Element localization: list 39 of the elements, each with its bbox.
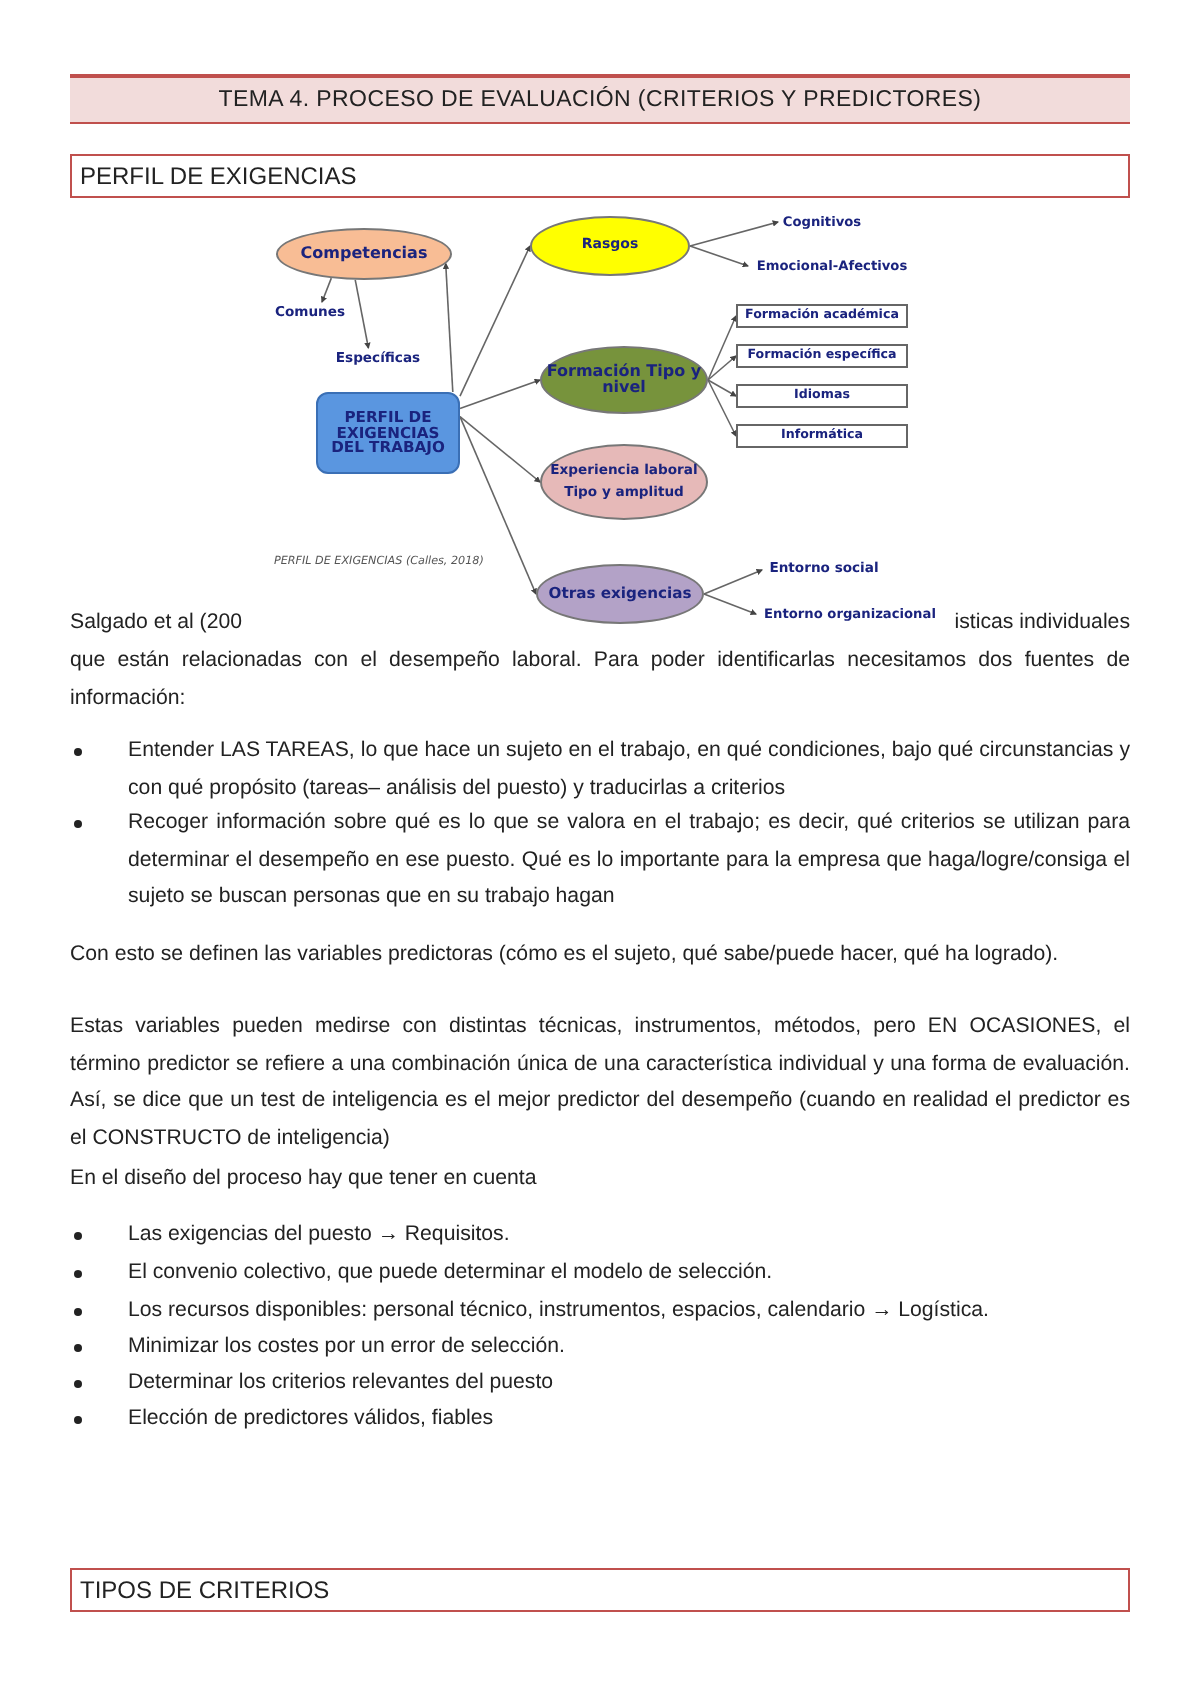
list-item: Entender LAS TAREAS, lo que hace un sujeto en el trabajo, en qué condiciones, bajo qué circunstancias y con qué propósito (tareas– análisis del puesto) y traducirlas a criterios xyxy=(128,736,1130,803)
list-item: Elección de predictores válidos, fiables xyxy=(128,1404,496,1434)
list-item: Las exigencias del puesto → Requisitos. xyxy=(128,1220,512,1250)
item-box xyxy=(736,304,908,328)
paragraph: Estas variables pueden medirse con distintas técnicas, instrumentos, métodos, pero EN OCASIONES, el término predictor se refiere a una combinación única de una característica individual y una forma de evaluación. Así, se dice que un test de inteligencia es el mejor predictor del desempeño (cuando en realidad el predictor es el CONSTRUCTO de inteligencia) xyxy=(70,1012,1130,1153)
item-box xyxy=(736,424,908,448)
arrow xyxy=(707,315,737,381)
list-item: Minimizar los costes por un error de selección. xyxy=(128,1332,567,1362)
text-fragment: isticas individuales xyxy=(954,608,1130,638)
list-item: El convenio colectivo, que puede determinar el modelo de selección. xyxy=(128,1258,775,1288)
arrow xyxy=(707,355,737,381)
arrow xyxy=(689,220,780,247)
item-box xyxy=(736,344,908,368)
paragraph: Con esto se definen las variables predictoras (cómo es el sujeto, qué sabe/puede hacer, qué ha logrado). xyxy=(70,940,1061,970)
list-item: Determinar los criterios relevantes del puesto xyxy=(128,1368,556,1398)
header-title: TEMA 4. PROCESO DE EVALUACIÓN (CRITERIOS Y PREDICTORES) xyxy=(70,74,1130,124)
section-heading: PERFIL DE EXIGENCIAS xyxy=(70,154,1130,198)
item-box xyxy=(736,384,908,408)
list-item: Recoger información sobre qué es lo que se valora en el trabajo; es decir, qué criterios se utilizan para determinar el desempeño en ese puesto. Qué es lo importante para la empresa que haga/logre/consiga el sujeto se buscan personas que en su trabajo hagan xyxy=(128,808,1130,912)
process-box xyxy=(316,392,460,474)
arrow xyxy=(703,569,763,595)
arrow xyxy=(459,415,541,483)
arrow xyxy=(320,277,333,303)
paragraph: En el diseño del proceso hay que tener en cuenta xyxy=(70,1164,539,1194)
arrow xyxy=(442,262,454,393)
list-item: Los recursos disponibles: personal técnico, instrumentos, espacios, calendario → Logística. xyxy=(128,1296,991,1326)
text-fragment: Salgado et al (200 xyxy=(70,608,242,638)
arrow xyxy=(459,378,541,410)
arrow xyxy=(459,415,537,595)
arrow xyxy=(689,245,749,268)
section-heading: TIPOS DE CRITERIOS xyxy=(70,1568,1130,1612)
arrow xyxy=(459,245,531,397)
node-label: Competencias xyxy=(300,245,428,263)
paragraph: que están relacionadas con el desempeño laboral. Para poder identificarlas necesitamos dos fuentes de información: xyxy=(70,646,1130,713)
arrow xyxy=(707,379,737,397)
arrow xyxy=(707,379,737,437)
arrow xyxy=(354,279,371,350)
arrow xyxy=(703,593,757,616)
node-label: Formación Tipo y nivel xyxy=(544,363,704,397)
